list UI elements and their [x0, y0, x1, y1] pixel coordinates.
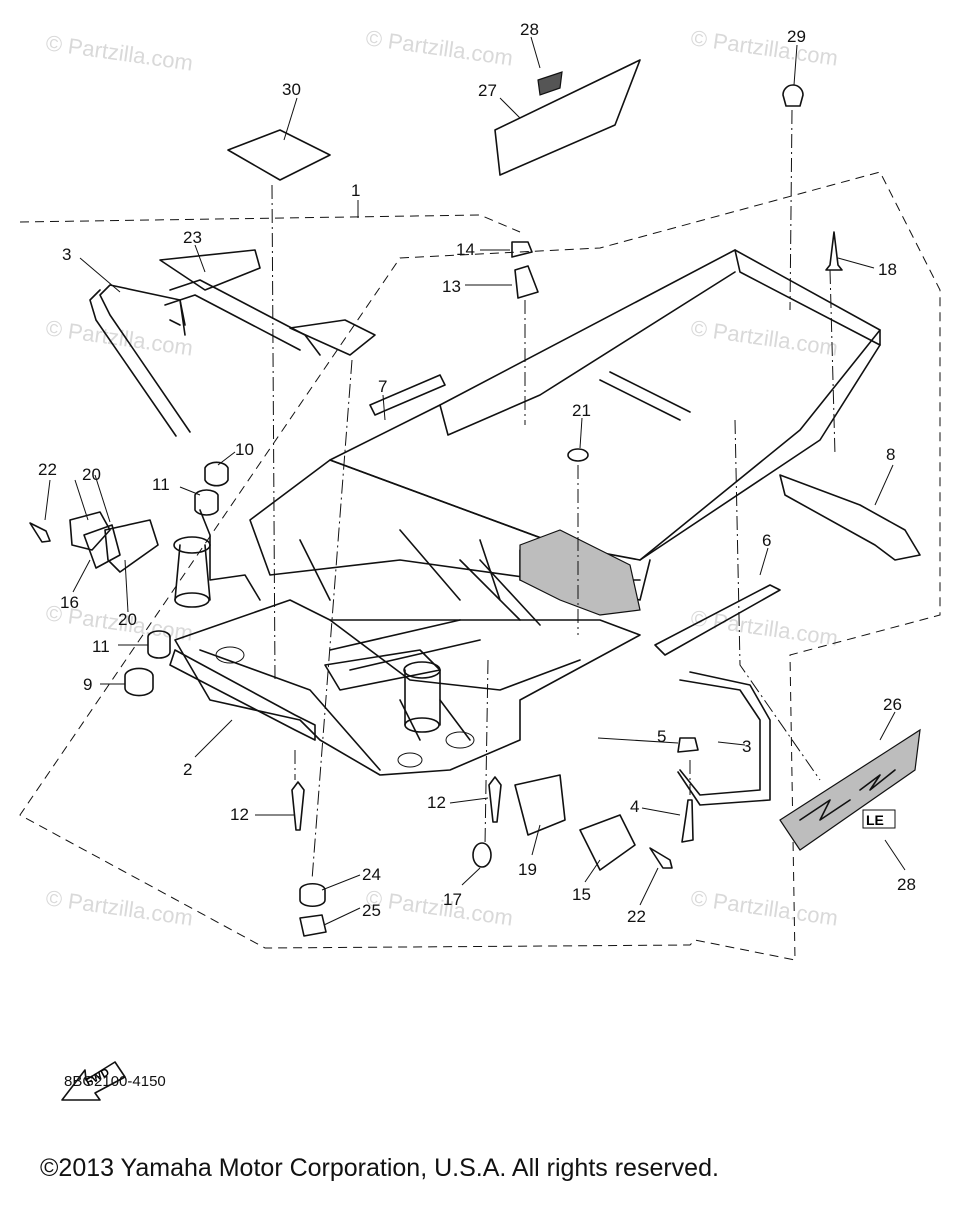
- callout-3: 3: [62, 245, 71, 264]
- callout-28: 28: [897, 875, 916, 894]
- callout-13: 13: [442, 277, 461, 296]
- le-badge-icon: LE: [862, 809, 896, 829]
- watermark: © Partzilla.com: [364, 885, 514, 930]
- suspension-mounts: [173, 509, 441, 733]
- part-8-rail: [779, 474, 921, 561]
- part-17-grommet: [472, 842, 492, 868]
- part-30-plate: [227, 129, 331, 181]
- part-18-rivet: [825, 231, 843, 271]
- part-15-plate: [579, 814, 636, 871]
- callout-6: 6: [762, 531, 771, 550]
- part-27-plate: [494, 59, 641, 176]
- watermark: © Partzilla.com: [44, 30, 194, 75]
- callouts: 28 27 29 30 1 23 14 18 3 13 7 21 10 22 2…: [38, 20, 916, 926]
- callout-5: 5: [657, 727, 666, 746]
- callout-11: 11: [152, 475, 170, 494]
- chassis-frame: [249, 249, 881, 626]
- callout-27: 27: [478, 81, 497, 100]
- part-25-nut: [299, 914, 327, 937]
- part-22-rivet: [29, 522, 51, 543]
- part-10-bushing: [204, 461, 229, 487]
- callout-16: 16: [60, 593, 79, 612]
- leader-lines: [44, 36, 906, 926]
- part-28-clip: [537, 71, 563, 96]
- part-11-bushing: [194, 489, 219, 516]
- callout-15: 15: [572, 885, 591, 904]
- callout-12: 12: [427, 793, 446, 812]
- part-20-plate: [69, 511, 111, 551]
- alignment-lines: [271, 109, 836, 881]
- part-24-washer: [299, 882, 326, 908]
- callout-26: 26: [883, 695, 902, 714]
- callout-30: 30: [282, 80, 301, 99]
- callout-11: 11: [92, 637, 110, 656]
- part-9-bushing: [124, 667, 154, 697]
- callout-17: 17: [443, 890, 462, 909]
- assembly-boundary: [19, 171, 941, 961]
- callout-22: 22: [627, 907, 646, 926]
- callout-20: 20: [118, 610, 137, 629]
- hardware: [29, 84, 843, 937]
- part-4-bolt: [681, 799, 694, 843]
- callout-12: 12: [230, 805, 249, 824]
- callout-18: 18: [878, 260, 897, 279]
- watermark: © Partzilla.com: [364, 25, 514, 70]
- callout-25: 25: [362, 901, 381, 920]
- callout-7: 7: [378, 377, 387, 396]
- svg-text:LE: LE: [866, 812, 884, 828]
- part-7-rail: [369, 374, 446, 416]
- part-26-graphic: [799, 769, 896, 821]
- watermark: © Partzilla.com: [689, 315, 839, 360]
- callout-29: 29: [787, 27, 806, 46]
- part-3-bumper-rear: [677, 671, 771, 806]
- part-20-plate: [104, 519, 159, 573]
- part-2-rail: [169, 649, 316, 741]
- part-19-plate: [514, 774, 566, 836]
- part-3-bumper-front: [89, 284, 191, 437]
- callout-14: 14: [456, 240, 475, 259]
- part-12-bolt: [488, 776, 502, 823]
- part-14-nut: [511, 241, 533, 258]
- callout-2: 2: [183, 760, 192, 779]
- part-26-decal: [779, 728, 921, 851]
- part-29-plug: [782, 84, 804, 107]
- part-22-rivet: [649, 847, 673, 869]
- callout-10: 10: [235, 440, 254, 459]
- part-5-nut: [677, 737, 699, 753]
- lower-frame: [174, 599, 641, 776]
- callout-24: 24: [362, 865, 381, 884]
- part-6-rail: [654, 584, 781, 656]
- callout-9: 9: [83, 675, 92, 694]
- watermark: © Partzilla.com: [689, 885, 839, 930]
- callout-3: 3: [742, 737, 751, 756]
- part-11-bushing: [147, 630, 171, 659]
- watermark: © Partzilla.com: [689, 25, 839, 70]
- callout-20: 20: [82, 465, 101, 484]
- callout-8: 8: [886, 445, 895, 464]
- callout-22: 22: [38, 460, 57, 479]
- callout-28: 28: [520, 20, 539, 39]
- part-21-grommet: [567, 448, 589, 462]
- part-16-plate: [83, 524, 121, 569]
- callout-19: 19: [518, 860, 537, 879]
- copyright-notice: ©2013 Yamaha Motor Corporation, U.S.A. A…: [40, 1154, 719, 1182]
- catalog-number: 8BG2100-4150: [64, 1073, 166, 1090]
- part-13-bracket: [514, 265, 539, 299]
- callout-21: 21: [572, 401, 591, 420]
- callout-1: 1: [351, 181, 360, 200]
- part-23-handle: [159, 249, 376, 356]
- callout-4: 4: [630, 797, 639, 816]
- part-12-bolt: [291, 781, 305, 831]
- callout-23: 23: [183, 228, 202, 247]
- watermark: © Partzilla.com: [44, 885, 194, 930]
